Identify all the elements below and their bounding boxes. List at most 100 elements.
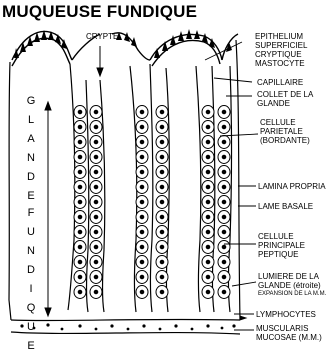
side-letter: L <box>26 111 36 130</box>
cell-nucleus <box>140 200 144 204</box>
cell-nucleus <box>206 230 210 234</box>
cell-nucleus <box>94 215 98 219</box>
cell-nucleus <box>140 260 144 264</box>
cell-nucleus <box>94 230 98 234</box>
cell-nucleus <box>222 140 226 144</box>
cell-nucleus <box>140 230 144 234</box>
label-crypte: CRYPTE <box>86 32 118 41</box>
cell-nucleus <box>222 110 226 114</box>
cell-nucleus <box>206 260 210 264</box>
cell-nucleus <box>140 245 144 249</box>
cell-nucleus <box>94 245 98 249</box>
cell-nucleus <box>206 185 210 189</box>
cell-nucleus <box>78 275 82 279</box>
basal-dots <box>20 323 235 330</box>
cell-nucleus <box>78 290 82 294</box>
cell-nucleus <box>160 170 164 174</box>
cell-nucleus <box>222 155 226 159</box>
cell-nucleus <box>94 185 98 189</box>
side-letter: N <box>26 149 36 168</box>
cell-nucleus <box>140 155 144 159</box>
cell-nucleus <box>160 275 164 279</box>
cell-nucleus <box>206 170 210 174</box>
cell-nucleus <box>94 155 98 159</box>
cell-nucleus <box>140 215 144 219</box>
cell-nucleus <box>94 290 98 294</box>
side-letter: I <box>26 280 36 299</box>
cell-nucleus <box>140 275 144 279</box>
cell-nucleus <box>94 170 98 174</box>
cell-nucleus <box>140 140 144 144</box>
cell-nucleus <box>222 275 226 279</box>
cell-nucleus <box>160 230 164 234</box>
cell-nucleus <box>78 200 82 204</box>
cell-nucleus <box>78 230 82 234</box>
cell-nucleus <box>222 185 226 189</box>
side-letter: Q <box>26 299 36 318</box>
cell-nucleus <box>206 200 210 204</box>
label-capillaire: CAPILLAIRE <box>257 78 303 87</box>
cell-nucleus <box>78 110 82 114</box>
cell-nucleus <box>160 155 164 159</box>
cell-nucleus <box>94 140 98 144</box>
side-letter: N <box>26 242 36 261</box>
cell-nucleus <box>206 125 210 129</box>
side-letter: G <box>26 92 36 111</box>
cell-nucleus <box>160 125 164 129</box>
cell-nucleus <box>160 200 164 204</box>
label-lamina-propria: LAMINA PROPRIA <box>258 182 326 191</box>
cell-nucleus <box>206 245 210 249</box>
cell-nucleus <box>206 275 210 279</box>
cell-nucleus <box>222 215 226 219</box>
cell-nucleus <box>78 155 82 159</box>
cell-nucleus <box>78 185 82 189</box>
cell-nucleus <box>78 125 82 129</box>
crypt-arrow <box>97 46 103 76</box>
cell-nucleus <box>78 140 82 144</box>
side-letter: F <box>26 204 36 223</box>
cell-nucleus <box>222 125 226 129</box>
cell-nucleus <box>140 185 144 189</box>
cell-nucleus <box>222 290 226 294</box>
side-letter: D <box>26 168 36 187</box>
cell-nucleus <box>222 170 226 174</box>
cell-nucleus <box>160 290 164 294</box>
side-letter: U <box>26 223 36 242</box>
cell-nucleus <box>94 275 98 279</box>
cell-nucleus <box>160 140 164 144</box>
cell-nucleus <box>222 230 226 234</box>
cell-nucleus <box>206 155 210 159</box>
cell-nucleus <box>94 260 98 264</box>
side-letter: U <box>26 318 36 337</box>
cell-nucleus <box>94 200 98 204</box>
cell-nucleus <box>160 245 164 249</box>
gland-length-arrow <box>45 102 51 316</box>
label-lymphocytes: LYMPHOCYTES <box>256 310 316 319</box>
cell-nucleus <box>206 290 210 294</box>
cell-nucleus <box>222 200 226 204</box>
cell-nucleus <box>78 260 82 264</box>
cell-nucleus <box>160 215 164 219</box>
cell-nucleus <box>94 110 98 114</box>
side-letter: D <box>26 261 36 280</box>
cell-nucleus <box>160 110 164 114</box>
cell-nucleus <box>78 215 82 219</box>
side-letter: A <box>26 130 36 149</box>
cell-nucleus <box>140 290 144 294</box>
cell-nucleus <box>78 245 82 249</box>
label-lame-basale: LAME BASALE <box>258 202 313 211</box>
cell-nucleus <box>140 125 144 129</box>
cell-nucleus <box>206 140 210 144</box>
cell-nucleus <box>160 185 164 189</box>
cell-nucleus <box>140 170 144 174</box>
cell-nucleus <box>222 260 226 264</box>
cell-nucleus <box>160 260 164 264</box>
